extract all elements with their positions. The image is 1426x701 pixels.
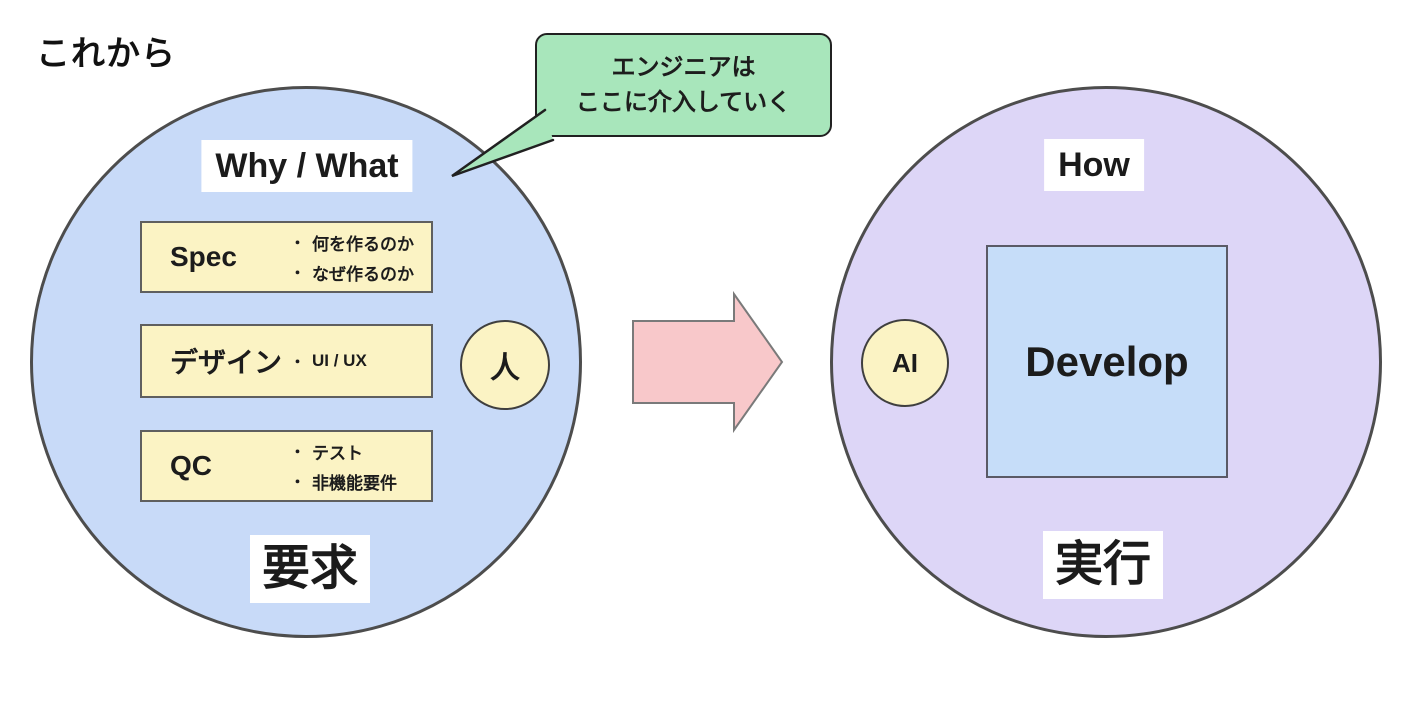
spec-box: Spec ・ 何を作るのか ・ なぜ作るのか [140, 221, 433, 293]
spec-bullet-1: ・ 何を作るのか [290, 230, 431, 255]
develop-box-label: Develop [1025, 337, 1189, 385]
human-actor-label: 人 [490, 352, 520, 385]
callout-line-2: ここに介入していく [575, 89, 792, 116]
bullet-marker: ・ [290, 473, 306, 491]
bullet-marker: ・ [290, 264, 306, 282]
human-actor-circle: 人 [460, 320, 550, 410]
requirements-bottom-label: 要求 [249, 535, 371, 603]
qc-bullet-1: ・ テスト [290, 439, 431, 464]
spec-bullet-2-text: なぜ作るのか [312, 264, 415, 284]
callout-line-1: エンジニアは [611, 54, 756, 81]
execution-bottom-label: 実行 [1042, 531, 1164, 599]
requirements-top-label: Why / What [201, 140, 413, 192]
design-bullet-1: ・ UI / UX [290, 351, 431, 372]
spec-box-items: ・ 何を作るのか ・ なぜ作るのか [290, 230, 431, 285]
develop-box: Develop [986, 245, 1228, 478]
spec-bullet-1-text: 何を作るのか [312, 234, 415, 254]
qc-box-items: ・ テスト ・ 非機能要件 [290, 439, 431, 494]
design-bullet-1-text: UI / UX [312, 351, 367, 370]
qc-box-title: QC [170, 450, 212, 481]
callout-bubble: エンジニアは ここに介入していく [535, 33, 832, 137]
design-box-title: デザイン [170, 347, 283, 378]
bullet-marker: ・ [290, 353, 306, 371]
bullet-marker: ・ [290, 234, 306, 252]
bullet-marker: ・ [290, 443, 306, 461]
execution-top-label: How [1044, 139, 1144, 191]
qc-bullet-1-text: テスト [312, 443, 364, 463]
ai-actor-circle: AI [861, 319, 949, 407]
ai-actor-label: AI [892, 347, 918, 378]
qc-bullet-2: ・ 非機能要件 [290, 469, 431, 494]
qc-box: QC ・ テスト ・ 非機能要件 [140, 430, 433, 502]
design-box-items: ・ UI / UX [290, 351, 431, 372]
spec-bullet-2: ・ なぜ作るのか [290, 260, 431, 285]
qc-bullet-2-text: 非機能要件 [312, 473, 398, 493]
design-box: デザイン ・ UI / UX [140, 324, 433, 398]
spec-box-title: Spec [170, 241, 237, 272]
right-arrow-icon [632, 290, 784, 434]
page-title: これから [36, 35, 176, 73]
